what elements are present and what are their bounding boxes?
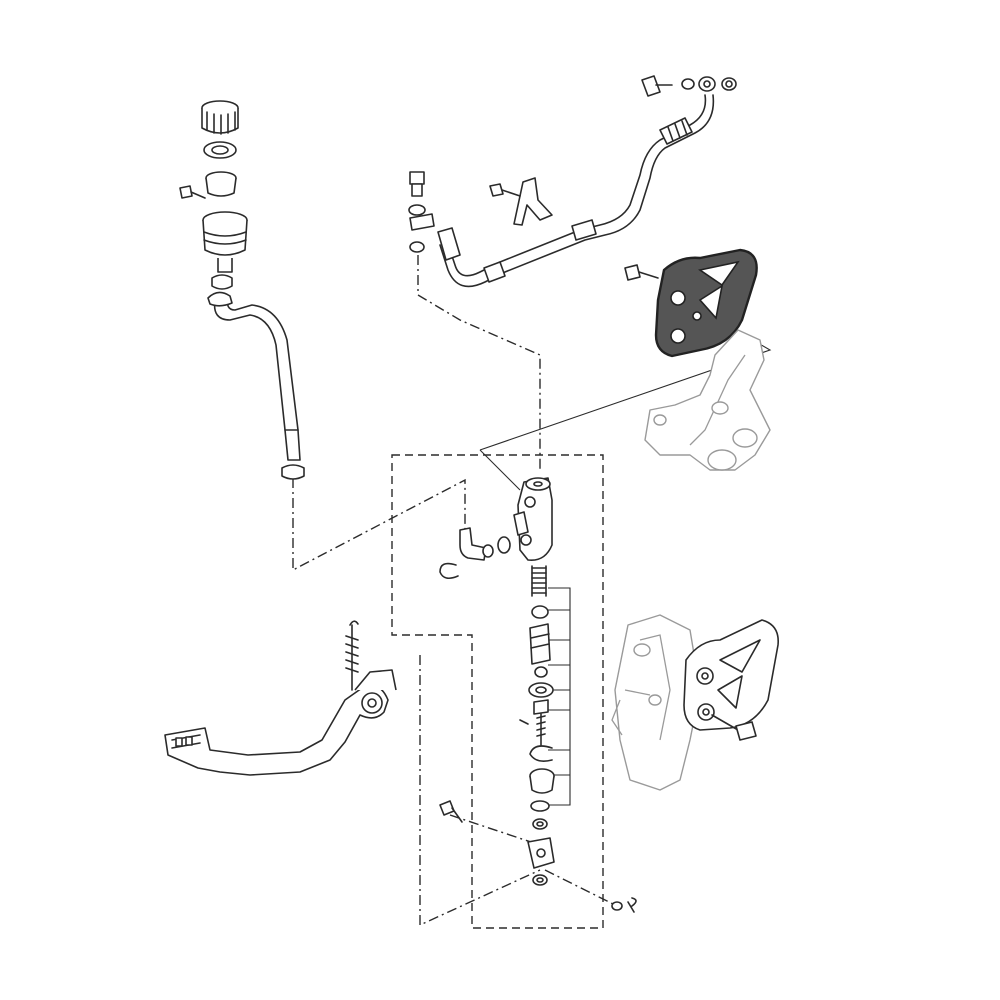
banjo-bolt-stack: [408, 171, 435, 253]
brake-pedal: [164, 669, 397, 776]
master-cylinder: [513, 477, 553, 562]
brake-pipe: [437, 94, 715, 288]
washer-stop: [528, 682, 554, 698]
reservoir-cap: [201, 100, 239, 135]
mounting-plate-lower: [683, 619, 779, 731]
circlip-lower: [529, 745, 553, 762]
plate-bolt-lower: [711, 714, 757, 741]
top-washers: [681, 76, 737, 92]
plate-cutout-mid: [698, 284, 724, 320]
internal-parts: [519, 565, 555, 886]
diaphragm-plate: [203, 141, 237, 159]
plate-bolt: [624, 264, 659, 281]
return-spring: [345, 620, 359, 691]
circlip-top: [439, 562, 459, 580]
frame-lower: [611, 614, 701, 791]
reservoir-body: [202, 211, 248, 273]
bracket-plate[interactable]: [654, 248, 758, 358]
cotter-pin: [611, 897, 637, 913]
diaphragm: [205, 171, 237, 197]
reservoir-hose: [207, 291, 301, 461]
elbow-fitting: [459, 527, 494, 561]
primary-cup: [531, 605, 549, 619]
plate-cutout-top: [697, 260, 740, 287]
brake-hose-assembly: [408, 75, 737, 288]
spring: [531, 565, 547, 597]
lock-nut: [530, 800, 550, 812]
pedal-leader: [419, 655, 541, 927]
plate-hole-upper: [670, 290, 686, 306]
boot: [529, 768, 555, 794]
reservoir-bolt: [179, 185, 206, 199]
leader-lines: [292, 255, 772, 929]
plate-hole-lower: [670, 328, 686, 344]
clevis-pin: [439, 800, 463, 823]
plate-hole-small: [692, 311, 702, 321]
nut: [532, 818, 548, 830]
cotter-leader: [544, 869, 616, 906]
bottom-nut: [532, 874, 548, 886]
frame-upper: [644, 329, 771, 471]
cotter-small: [519, 719, 529, 725]
piston-seal: [534, 666, 548, 678]
reservoir-assembly: [179, 100, 305, 480]
parts-bracket: [548, 587, 571, 806]
pipe-clamp: [489, 177, 553, 226]
piston: [529, 623, 551, 665]
cylinder-group-box: [391, 454, 604, 929]
top-bolt: [641, 75, 673, 97]
banjo-leader: [417, 255, 541, 470]
parts-bracket-ticks: [548, 609, 570, 776]
clevis: [527, 837, 555, 869]
o-ring: [497, 536, 511, 554]
hose-clamp-bottom: [281, 464, 305, 480]
hose-clamp-top: [211, 274, 233, 290]
push-rod: [533, 699, 549, 746]
pin-leader: [449, 814, 541, 846]
cylinder-pointer: [479, 449, 521, 491]
hose-leader: [292, 478, 466, 572]
